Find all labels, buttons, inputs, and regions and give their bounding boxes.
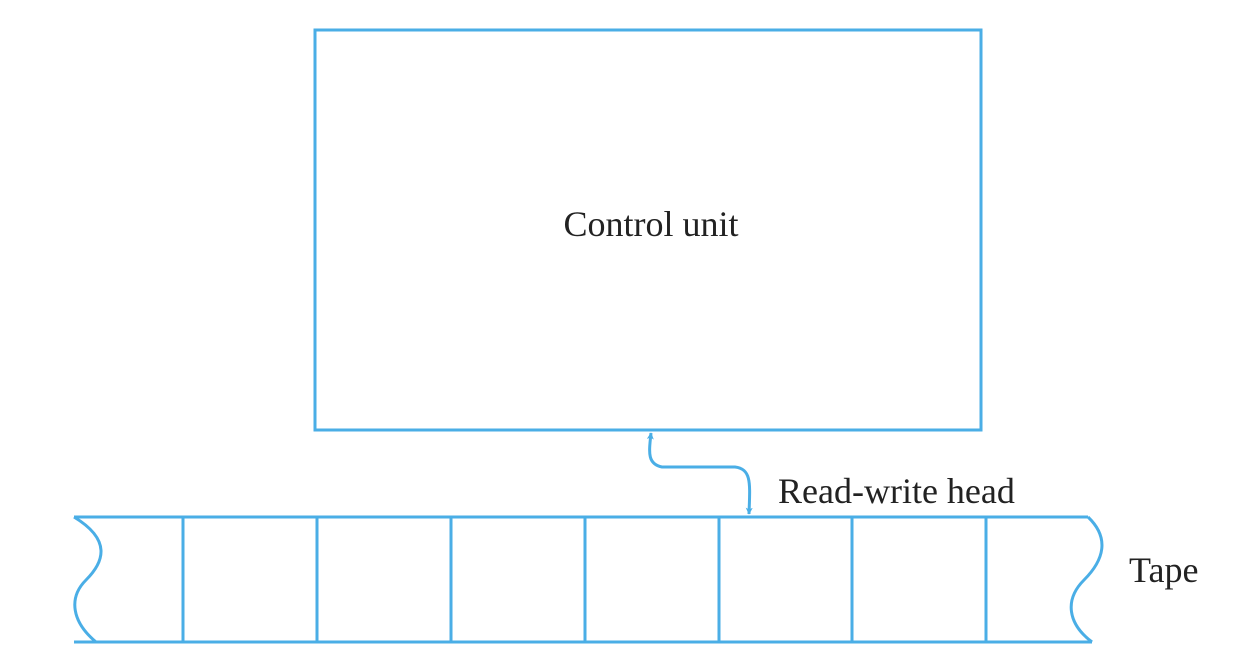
tape-right-torn-edge	[1069, 515, 1104, 644]
tape-label: Tape	[1129, 550, 1198, 590]
tape	[73, 515, 1104, 644]
tape-left-torn-edge	[73, 515, 103, 644]
control-unit-label: Control unit	[563, 204, 738, 244]
read-write-connector-arrow	[646, 432, 753, 515]
read-write-head-label: Read-write head	[778, 471, 1015, 511]
control-unit-box	[313, 28, 983, 432]
